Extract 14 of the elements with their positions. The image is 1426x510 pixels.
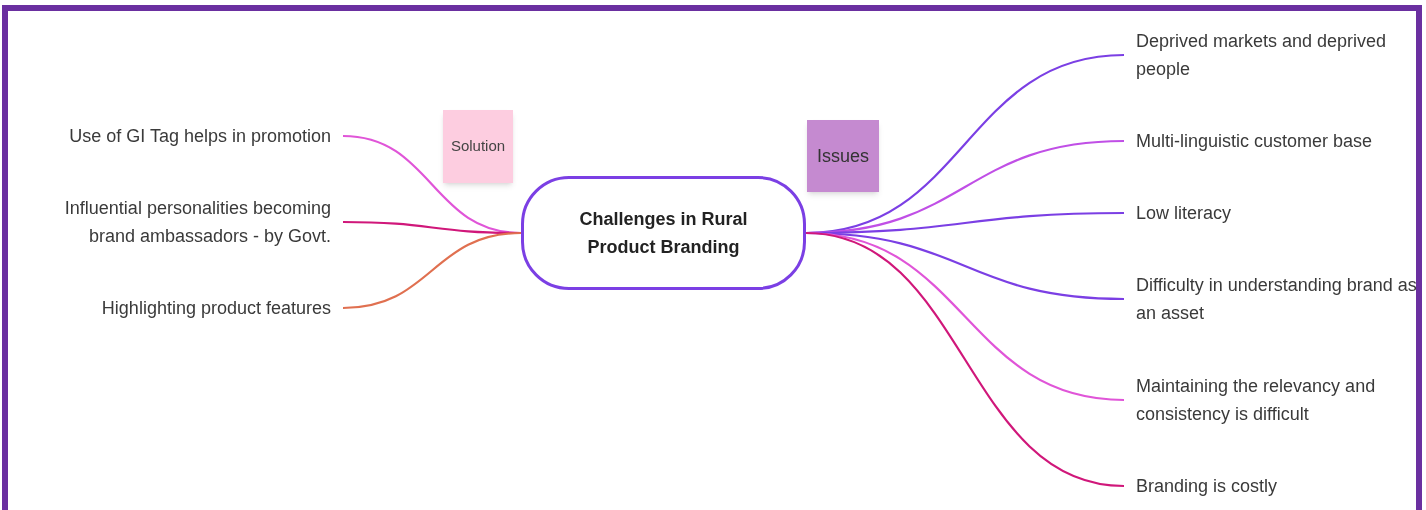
branch-text: Influential personalities becoming brand ambassadors - by Govt. [14, 194, 343, 250]
sticky-note: Solution [443, 110, 513, 183]
branch-text: Maintaining the relevancy and consistency is difficult [1124, 372, 1418, 428]
branch-line [342, 231, 522, 310]
branch-line [805, 231, 1125, 488]
branch-text: Deprived markets and deprived people [1124, 27, 1418, 83]
branch-text: Branding is costly [1124, 472, 1418, 500]
branch-text: Highlighting product features [14, 294, 343, 322]
branch-text: Multi-linguistic customer base [1124, 127, 1418, 155]
branch-text: Difficulty in understanding brand as an asset [1124, 271, 1418, 327]
central-topic-box: Challenges in Rural Product Branding [521, 176, 806, 290]
sticky-note: Issues [807, 120, 879, 192]
branch-text: Low literacy [1124, 199, 1418, 227]
branch-text: Use of GI Tag helps in promotion [14, 122, 343, 150]
